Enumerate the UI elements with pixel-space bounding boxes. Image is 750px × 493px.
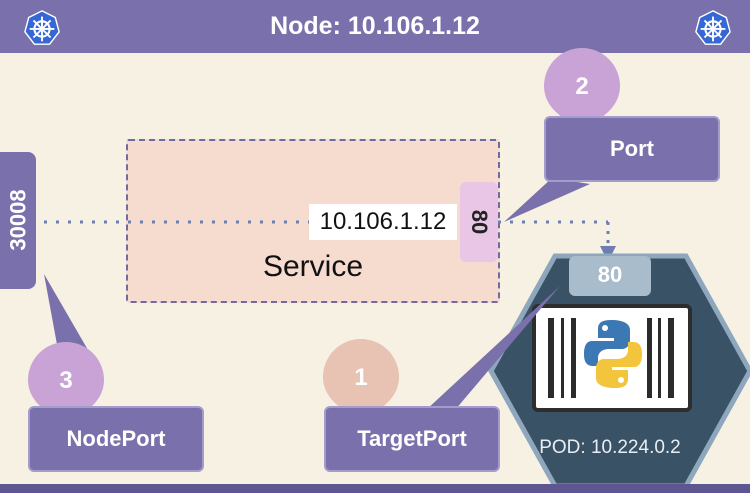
targetport-callout: TargetPort [324, 406, 500, 472]
badge-number-1: 1 [354, 364, 368, 391]
pod-target-port: 80 [597, 262, 623, 287]
badge-number-2: 2 [575, 73, 589, 100]
pod-label: POD: 10.224.0.2 [539, 437, 681, 458]
badge-2 [544, 48, 620, 128]
kubernetes-logo-icon [695, 10, 731, 45]
service-port: 80 [467, 209, 492, 235]
port-callout: Port [544, 116, 720, 182]
nodeport-callout-label: NodePort [66, 426, 166, 451]
nodeport-callout: NodePort [28, 406, 204, 472]
node-port-tab [0, 152, 36, 289]
service-port-tab [460, 182, 498, 262]
service-cluster-ip: 10.106.1.12 [309, 204, 457, 240]
badge-1 [323, 339, 399, 419]
node-header [0, 0, 750, 53]
node-title: Node: 10.106.1.12 [270, 12, 480, 40]
port-callout-label: Port [610, 136, 654, 161]
targetport-callout-label: TargetPort [357, 426, 467, 451]
node-footer [0, 484, 750, 493]
python-icon [584, 320, 642, 388]
badge-3 [28, 342, 104, 422]
node-port-value: 30008 [5, 189, 31, 251]
badge-number-3: 3 [59, 367, 73, 394]
service-label: Service [262, 250, 364, 283]
kubernetes-logo-icon [24, 10, 60, 45]
pod-port-tab [569, 256, 651, 296]
